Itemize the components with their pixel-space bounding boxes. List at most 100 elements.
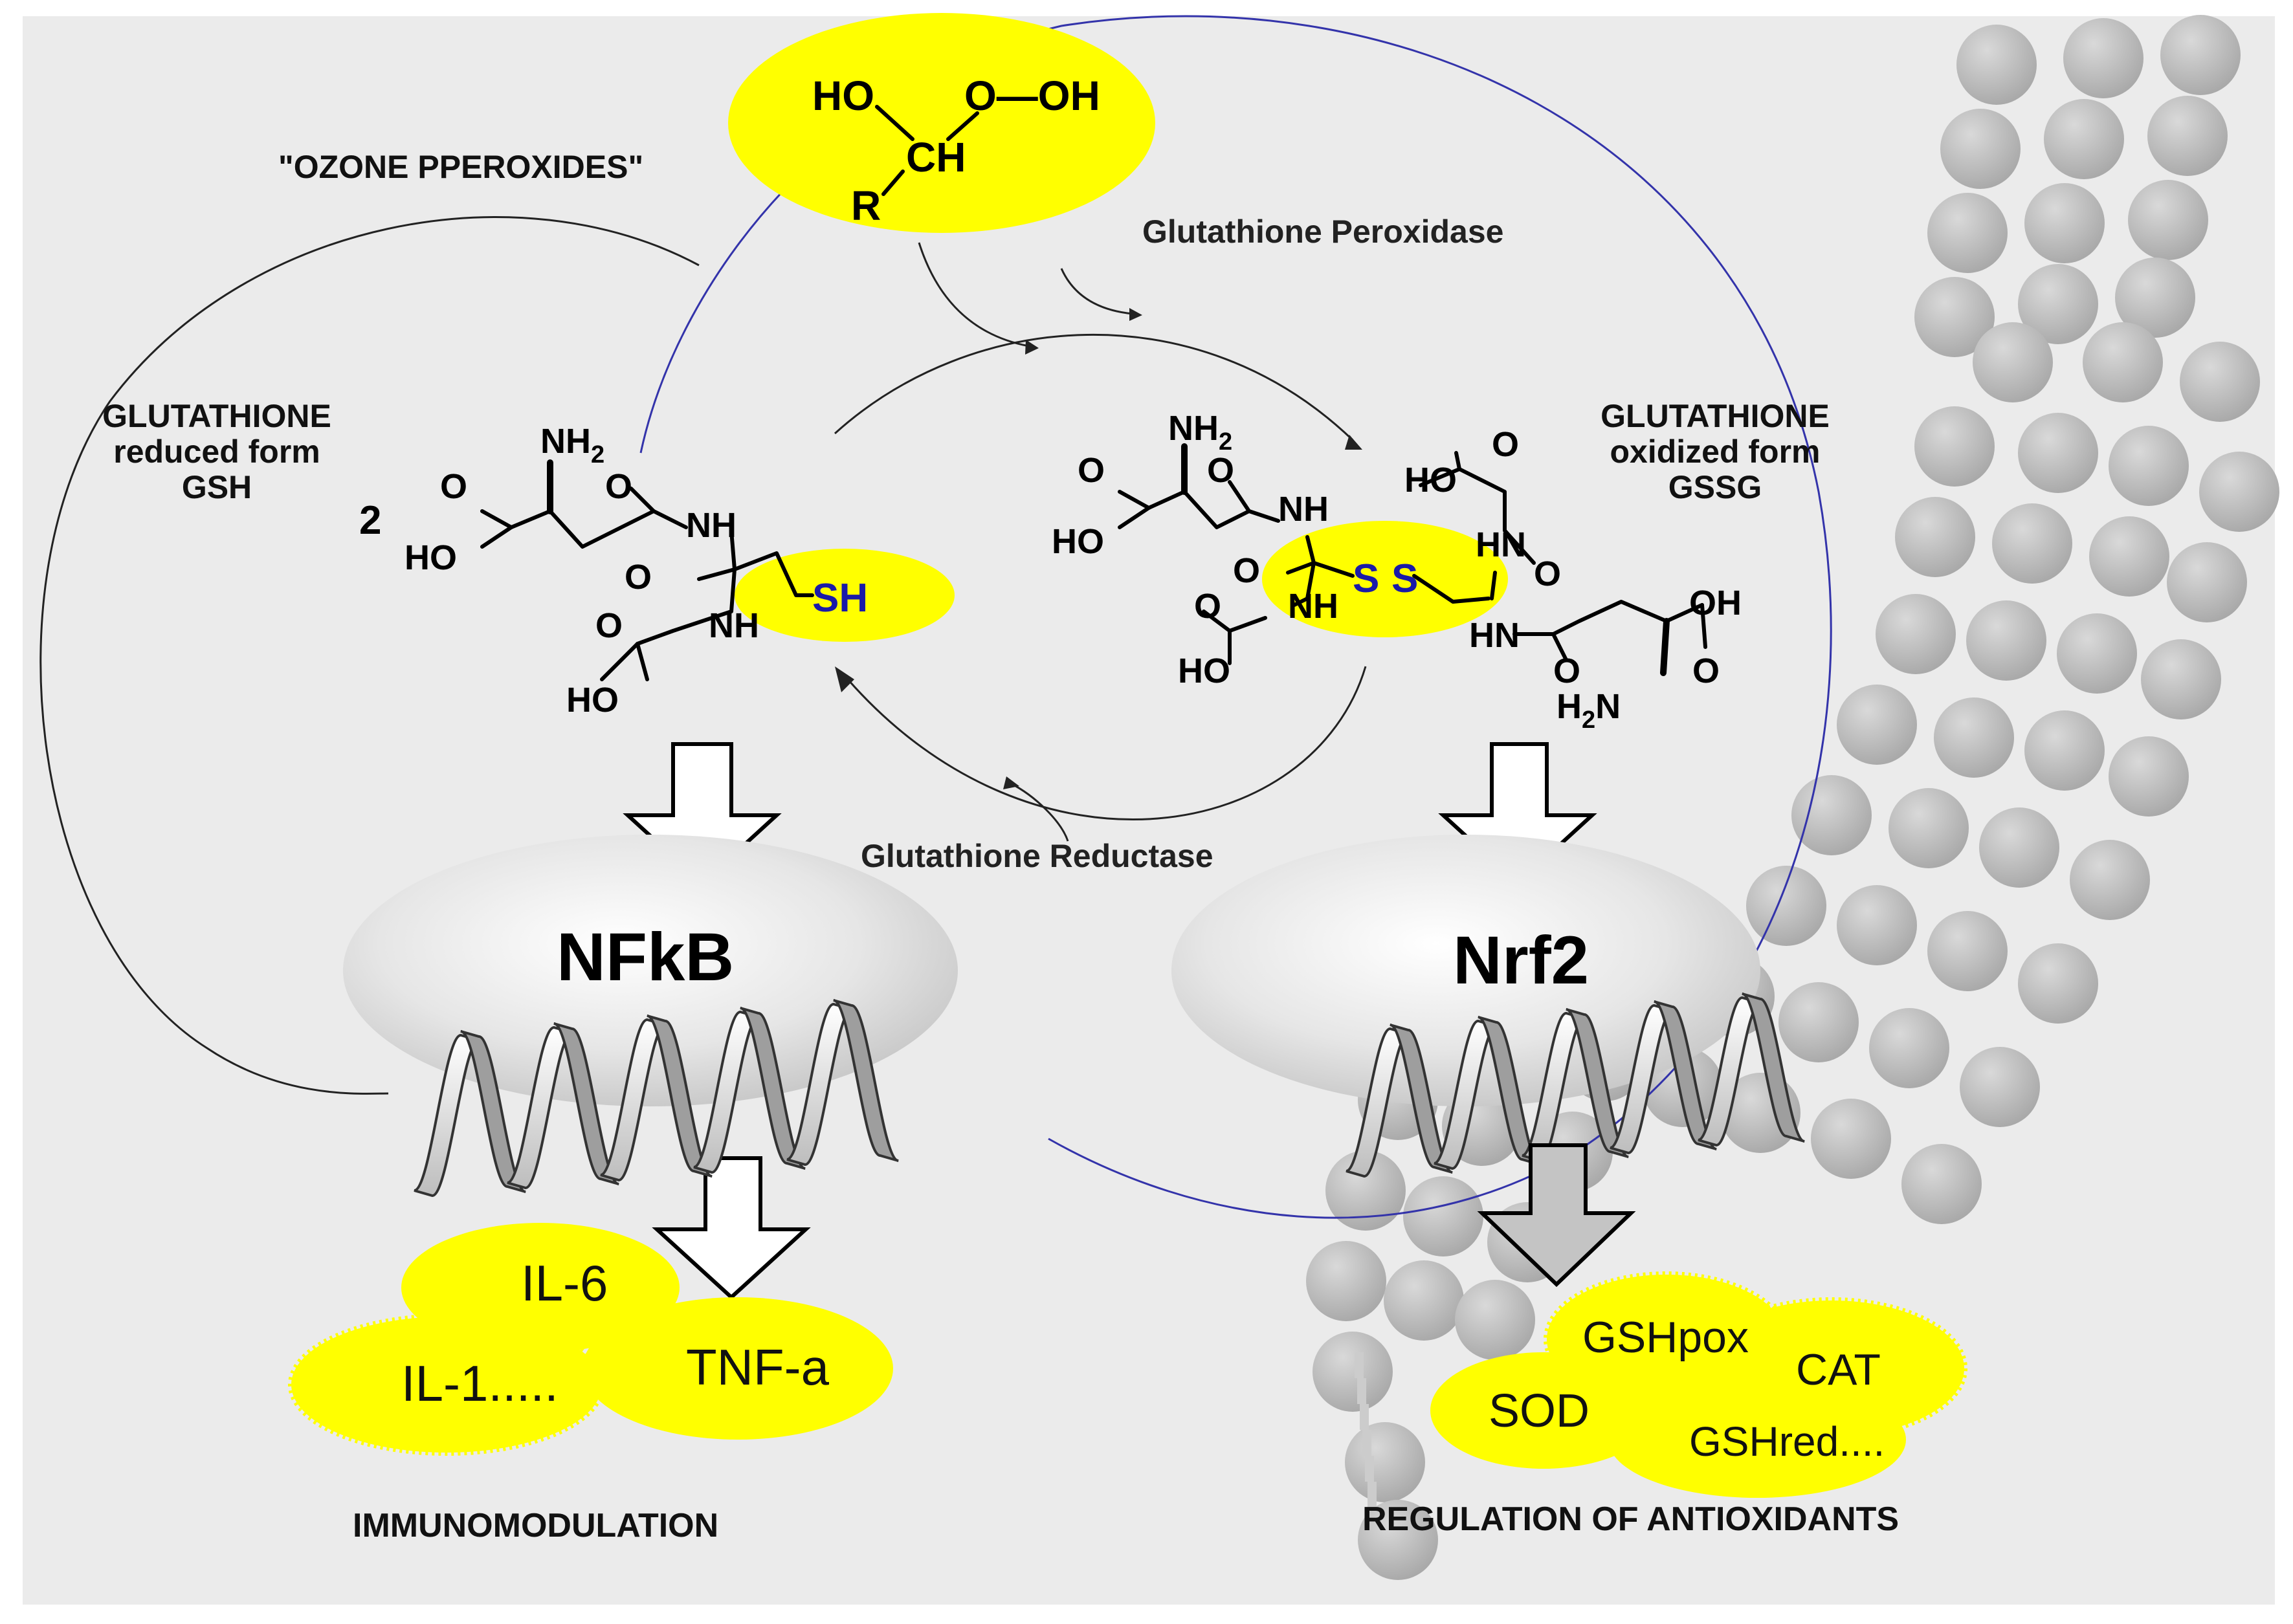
gsh-ho2: HO: [566, 681, 619, 719]
arrowhead: [1003, 776, 1019, 789]
sphere-bead: [2063, 18, 2143, 98]
sphere-bead: [1914, 277, 1995, 357]
gssg-o4: O: [1194, 587, 1221, 626]
gssg-label-line3: GSSG: [1668, 469, 1762, 505]
tnf-blob: [582, 1297, 893, 1440]
gsh-label-line2: reduced form: [113, 433, 320, 470]
stoichiometric-coefficient: 2: [359, 498, 381, 543]
sphere-bead: [1455, 1280, 1535, 1360]
arrowhead: [1345, 435, 1362, 450]
helix-strand: [1390, 1024, 1453, 1174]
sphere-bead: [1940, 109, 2021, 189]
sphere-bead: [1306, 1241, 1386, 1321]
sphere-bead: [1956, 25, 2037, 105]
immunomodulation-label: IMMUNOMODULATION: [353, 1507, 718, 1544]
thiol-highlight: [735, 549, 955, 642]
peroxide-r: R: [851, 182, 881, 229]
sphere-bead: [2160, 15, 2241, 95]
cytokine-il6: IL-6: [521, 1255, 608, 1311]
sphere-bead: [1973, 322, 2053, 402]
sphere-bead: [2018, 264, 2098, 344]
sphere-bead: [2057, 613, 2137, 694]
sphere-bead: [1837, 885, 1917, 965]
sphere-bead: [2070, 840, 2150, 920]
gsh-nh1: NH: [686, 506, 737, 545]
arrowhead: [1129, 308, 1142, 321]
gssg-o7: O: [1553, 652, 1580, 690]
glutathione-reductase-label: Glutathione Reductase: [861, 838, 1213, 874]
gshred-blob: [1608, 1381, 1906, 1498]
gssg-molecule: NH2 O O HO NH O S S NH O HO O HO HN O HN…: [1052, 409, 1742, 734]
sphere-bead: [2089, 516, 2169, 597]
disulfide-highlight: [1262, 521, 1508, 637]
enzyme-gshred: GSHred....: [1689, 1418, 1885, 1465]
nrf2-label: Nrf2: [1453, 923, 1589, 998]
sphere-bead: [1901, 1144, 1982, 1224]
peroxide-ch: CH: [906, 134, 966, 181]
gssg-ho2: HO: [1178, 652, 1230, 690]
arrowhead: [1025, 340, 1039, 355]
nrf2-oval: [1171, 835, 1760, 1106]
gssg-o1: O: [1078, 451, 1105, 490]
gssg-o2: O: [1207, 451, 1234, 490]
gsh-molecule: NH2 O O HO NH O SH NH O HO: [404, 422, 868, 719]
arrowhead: [835, 666, 854, 692]
gssg-o8: O: [1692, 652, 1720, 690]
sphere-bead: [2018, 943, 2098, 1024]
peroxide-ho: HO: [812, 72, 874, 119]
glutathione-peroxidase-label: Glutathione Peroxidase: [1142, 214, 1503, 250]
sphere-bead: [2147, 96, 2228, 176]
helix-strand: [1654, 1000, 1717, 1150]
enzyme-sod: SOD: [1489, 1385, 1590, 1437]
helix-strand: [740, 1007, 806, 1170]
sphere-bead: [2044, 99, 2124, 179]
sphere-bead: [1837, 685, 1917, 765]
peroxide-highlight: [728, 13, 1155, 233]
gr-cofactor-arc: [1009, 782, 1069, 842]
peroxide-o-oh: O—OH: [964, 72, 1100, 119]
nfkb-label: NFkB: [557, 919, 734, 995]
sphere-bead: [1313, 1332, 1393, 1412]
sphere-bead: [2199, 452, 2279, 532]
gssg-h2n: H2N: [1556, 687, 1621, 734]
gssg-nh2: NH2: [1168, 409, 1232, 455]
gssg-s1: S: [1353, 556, 1379, 601]
sphere-bead: [2083, 322, 2163, 402]
gssg-o3: O: [1233, 551, 1260, 590]
substrate-arc-2: [1060, 268, 1133, 315]
sphere-bead: [1927, 193, 2008, 273]
gssg-label-line1: GLUTATHIONE: [1601, 398, 1830, 434]
gssg-o5: O: [1492, 425, 1519, 464]
sphere-bead: [1869, 1008, 1949, 1088]
helix-strand: [647, 1015, 713, 1178]
gssg-label-line2: oxidized form: [1610, 433, 1820, 470]
block-arrow-nrf2: [1477, 1143, 1636, 1288]
sphere-bead: [1345, 1422, 1425, 1502]
cytokine-il1: IL-1.....: [401, 1355, 559, 1412]
gssg-oh: OH: [1689, 584, 1742, 622]
sphere-bead: [1811, 1099, 1891, 1179]
gsh-ho1: HO: [404, 538, 457, 577]
helix-strand: [553, 1022, 619, 1185]
ozone-peroxides-label: "OZONE PPEROXIDES": [278, 149, 643, 185]
gsh-sh: SH: [812, 576, 868, 620]
dna-helix-right: [1346, 993, 1805, 1178]
sphere-bead: [1403, 1176, 1483, 1256]
helix-strand: [460, 1030, 526, 1193]
sphere-bead: [1934, 697, 2014, 778]
enzyme-cat: CAT: [1796, 1345, 1881, 1394]
sphere-bead: [1384, 1260, 1464, 1341]
sphere-bead: [1895, 497, 1975, 577]
gssg-o6: O: [1534, 554, 1561, 593]
antioxidants-label: REGULATION OF ANTIOXIDANTS: [1362, 1500, 1899, 1538]
sphere-bead: [1358, 1500, 1438, 1580]
gssg-hn1: HN: [1476, 525, 1526, 564]
sphere-bead: [2018, 413, 2098, 493]
gsh-label: GLUTATHIONE reduced form GSH: [102, 398, 331, 505]
gssg-nh1: NH: [1278, 490, 1329, 529]
gssg-nh3: NH: [1288, 587, 1338, 626]
sphere-bead: [1778, 982, 1859, 1062]
sphere-bead: [1966, 600, 2046, 681]
gsh-nh2b: NH: [709, 606, 759, 645]
